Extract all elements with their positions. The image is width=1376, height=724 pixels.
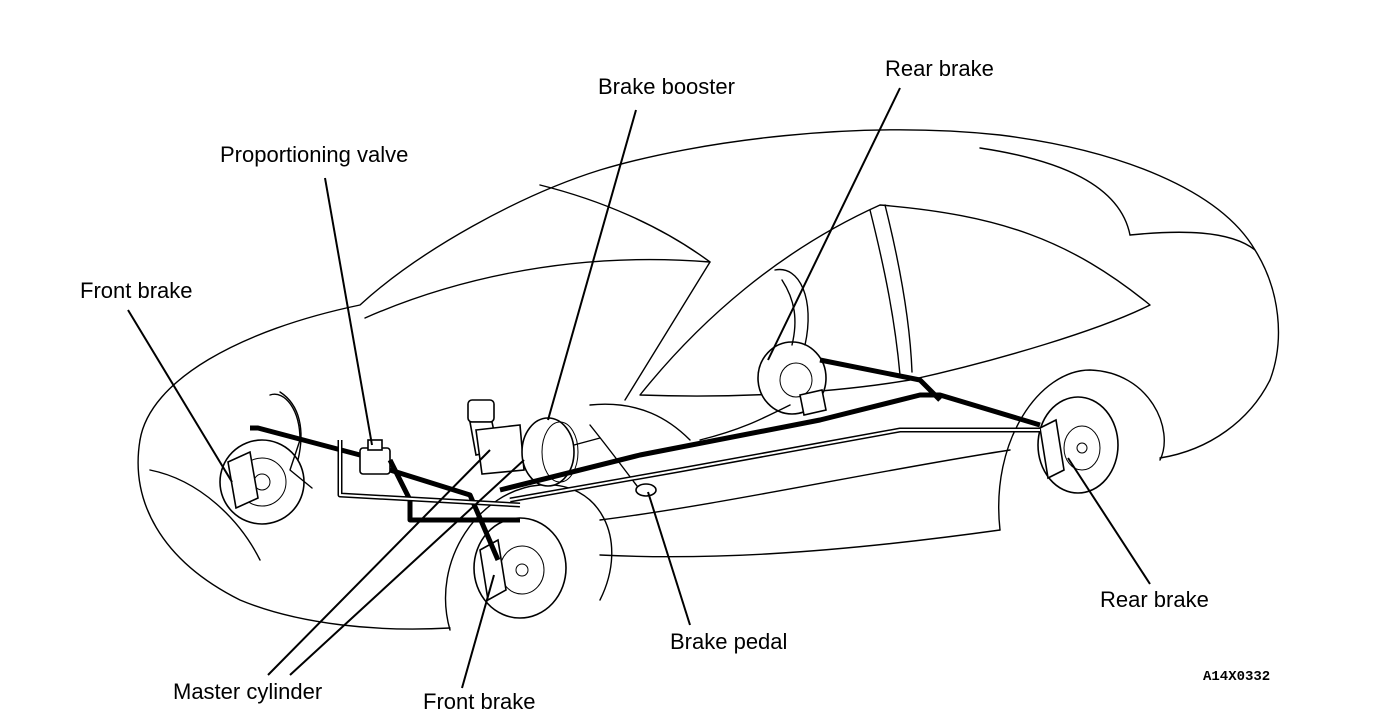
front-left-brake-assembly bbox=[219, 391, 313, 525]
rear-right-brake-assembly bbox=[1037, 396, 1119, 494]
label-rear-brake-top: Rear brake bbox=[885, 56, 994, 81]
label-brake-pedal: Brake pedal bbox=[670, 629, 788, 654]
leader-master-cylinder-1 bbox=[267, 449, 491, 676]
leader-master-cylinder-2 bbox=[289, 459, 525, 676]
proportioning-valve-part bbox=[359, 439, 391, 475]
label-proportioning-valve: Proportioning valve bbox=[220, 142, 409, 167]
rear-left-brake-assembly bbox=[757, 268, 827, 416]
master-cylinder-part bbox=[467, 399, 525, 475]
leader-rear-brake-top bbox=[767, 87, 901, 361]
label-front-brake-bottom: Front brake bbox=[423, 689, 536, 714]
leader-front-brake-bottom bbox=[461, 574, 495, 689]
label-front-brake-left: Front brake bbox=[80, 278, 193, 303]
leader-brake-pedal bbox=[647, 491, 691, 626]
car-body-outline bbox=[137, 129, 1280, 631]
figure-code: A14X0332 bbox=[1203, 669, 1271, 685]
leader-lines bbox=[127, 87, 1151, 689]
leader-brake-booster bbox=[547, 109, 637, 421]
front-right-brake-assembly bbox=[473, 517, 567, 619]
label-master-cylinder: Master cylinder bbox=[173, 679, 323, 704]
leader-rear-brake-right bbox=[1067, 457, 1151, 585]
leader-front-brake-left bbox=[127, 309, 233, 483]
label-rear-brake-right: Rear brake bbox=[1100, 587, 1209, 612]
label-brake-booster: Brake booster bbox=[598, 74, 735, 99]
leader-proportioning-valve bbox=[324, 177, 373, 446]
brake-lines bbox=[250, 357, 1041, 561]
